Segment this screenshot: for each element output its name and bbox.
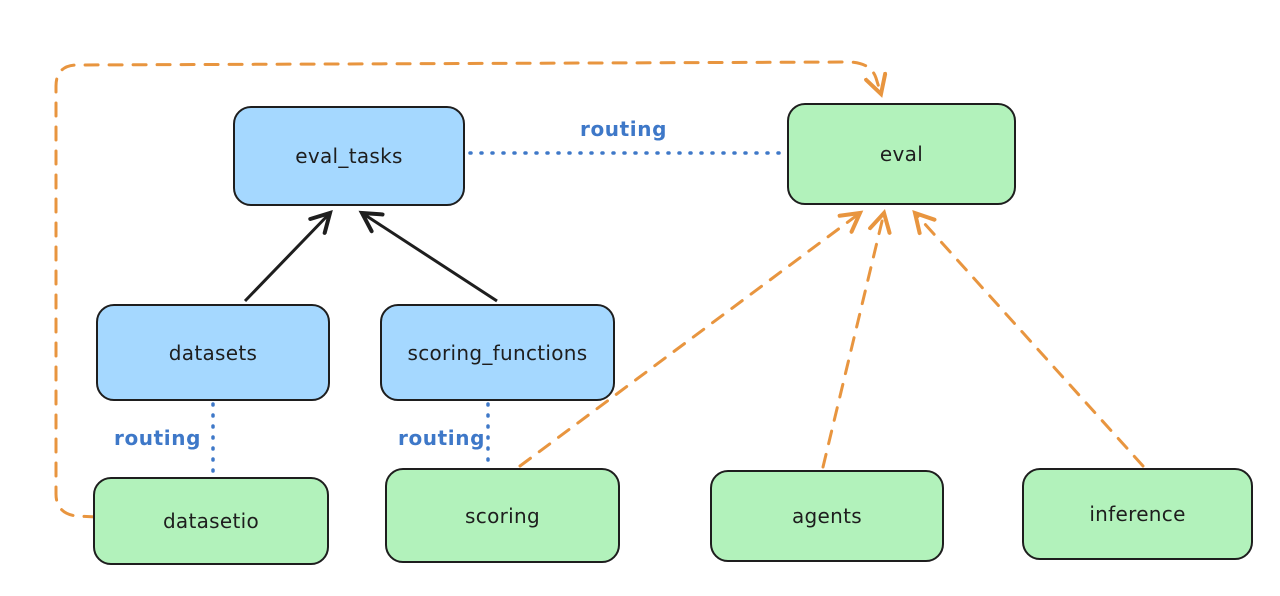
edge-label-routing-scoring: routing [398,426,486,450]
node-datasets-label: datasets [168,340,258,365]
edge-scoring-functions-to-eval-tasks [362,213,498,303]
node-datasetio-label: datasetio [162,509,260,533]
edge-inference-to-eval [915,213,1145,468]
node-eval-tasks: eval_tasks [233,106,465,206]
edge-agents-to-eval [821,213,884,469]
node-datasetio: datasetio [93,477,329,565]
node-eval-tasks-label: eval_tasks [295,144,403,168]
edge-datasets-to-eval-tasks [243,213,330,303]
node-datasets: datasets [96,304,330,401]
node-inference-label: inference [1089,502,1186,526]
node-eval: eval [787,103,1016,205]
node-scoring-label: scoring [465,503,540,528]
node-inference: inference [1022,468,1253,560]
node-eval-label: eval [879,142,924,166]
edge-datasetio-to-eval [54,60,881,519]
edge-scoring-to-eval [518,213,860,468]
node-scoring-functions: scoring_functions [380,304,615,401]
edge-label-routing-eval: routing [580,117,668,141]
node-scoring: scoring [385,468,620,563]
node-scoring-functions-label: scoring_functions [407,340,588,365]
edge-label-routing-datasetio: routing [114,426,202,450]
node-agents-label: agents [792,504,862,528]
node-agents: agents [710,470,944,562]
